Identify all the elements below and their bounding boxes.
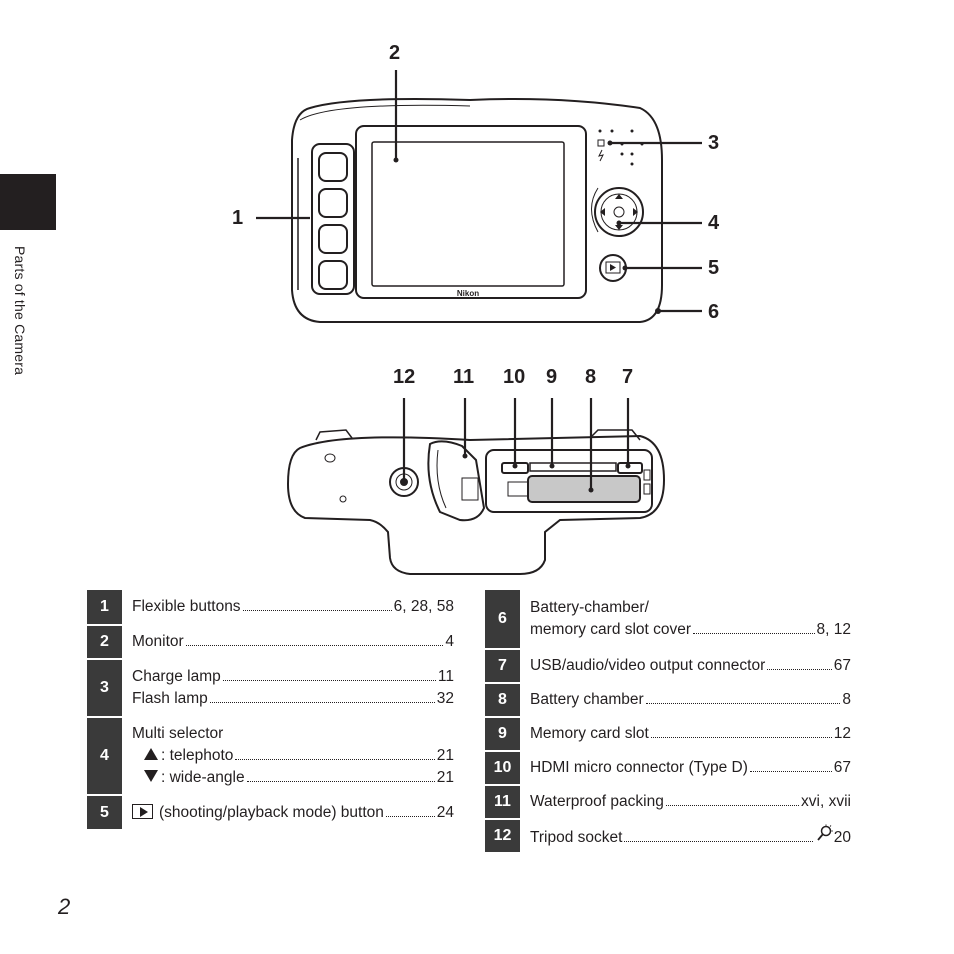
page-ref: 4 — [445, 633, 454, 650]
callout-6: 6 — [708, 301, 720, 323]
table-row: 9 Memory card slot 12 — [485, 718, 851, 750]
row-number: 11 — [485, 786, 520, 818]
table-row: 6 Battery-chamber/ memory card slot cove… — [485, 590, 851, 648]
page-ref: 67 — [833, 759, 851, 776]
table-row: 5 (shooting/playback mode) button 24 — [87, 796, 454, 829]
part-name: (shooting/playback mode) button — [159, 803, 384, 821]
row-number: 5 — [87, 796, 122, 829]
page-ref: 21 — [436, 747, 454, 764]
up-triangle-icon — [144, 748, 158, 760]
table-row: 11 Waterproof packing xvi, xvii — [485, 786, 851, 818]
page-ref: 21 — [436, 769, 454, 786]
row-number: 7 — [485, 650, 520, 682]
parts-table-left: 1 Flexible buttons 6, 28, 58 2 Monitor 4 3… — [87, 590, 454, 829]
callout-3: 3 — [708, 132, 720, 154]
page-ref: 24 — [436, 803, 454, 821]
table-row: 1 Flexible buttons 6, 28, 58 — [87, 590, 454, 624]
row-number: 10 — [485, 752, 520, 784]
part-name: Multi selector — [132, 725, 224, 742]
row-number: 8 — [485, 684, 520, 716]
table-row: 10 HDMI micro connector (Type D) 67 — [485, 752, 851, 784]
part-name: : telephoto — [161, 747, 234, 764]
row-number: 2 — [87, 626, 122, 658]
callout-2: 2 — [389, 42, 401, 64]
table-row: 3 Charge lamp 11 Flash lamp 32 — [87, 660, 454, 716]
callout-10: 10 — [503, 366, 526, 388]
callout-11: 11 — [453, 366, 475, 388]
part-name: HDMI micro connector (Type D) — [530, 759, 748, 776]
page-ref: 11 — [437, 668, 454, 685]
callout-9: 9 — [546, 366, 558, 388]
row-number: 4 — [87, 718, 122, 794]
part-name: Flexible buttons — [132, 598, 241, 615]
table-row: 12 Tripod socket 20 — [485, 820, 851, 852]
playback-icon — [132, 804, 153, 819]
chapter-tab — [0, 174, 56, 230]
page-number: 2 — [58, 894, 71, 919]
part-name: Charge lamp — [132, 668, 221, 685]
row-number: 12 — [485, 820, 520, 852]
part-name: Flash lamp — [132, 690, 208, 707]
brand-logo: Nikon — [457, 289, 479, 298]
chapter-title: Parts of the Camera — [12, 246, 28, 376]
row-number: 9 — [485, 718, 520, 750]
row-number: 3 — [87, 660, 122, 716]
callout-12: 12 — [393, 366, 416, 388]
callout-1: 1 — [232, 207, 244, 229]
page-ref: 12 — [833, 725, 851, 742]
callout-5: 5 — [708, 257, 720, 279]
part-name: memory card slot cover — [530, 621, 692, 638]
table-row: 4 Multi selector : telephoto 21 : wide-an… — [87, 718, 454, 794]
callout-8: 8 — [585, 366, 597, 388]
table-row: 8 Battery chamber 8 — [485, 684, 851, 716]
page-ref: 6, 28, 58 — [393, 598, 454, 615]
callout-4: 4 — [708, 212, 720, 234]
part-name: Battery chamber — [530, 691, 644, 708]
part-name: Monitor — [132, 633, 184, 650]
table-row: 2 Monitor 4 — [87, 626, 454, 658]
page-ref: 32 — [436, 690, 454, 707]
part-name: : wide-angle — [161, 769, 245, 786]
page-ref: 20 — [833, 828, 851, 846]
parts-table-right: 6 Battery-chamber/ memory card slot cove… — [485, 590, 851, 852]
part-name: Battery-chamber/ — [530, 599, 649, 616]
part-name: USB/audio/video output connector — [530, 657, 766, 674]
down-triangle-icon — [144, 770, 158, 782]
row-number: 6 — [485, 590, 520, 648]
page-ref: xvi, xvii — [801, 793, 851, 810]
reference-icon — [817, 824, 833, 841]
part-name: Memory card slot — [530, 725, 649, 742]
part-name: Tripod socket — [530, 828, 623, 846]
page-ref: 8, 12 — [816, 621, 851, 638]
page-ref: 67 — [833, 657, 851, 674]
row-number: 1 — [87, 590, 122, 624]
page-ref: 8 — [842, 691, 851, 708]
callout-7: 7 — [622, 366, 634, 388]
camera-diagram: Nikon — [256, 70, 702, 575]
part-name: Waterproof packing — [530, 793, 664, 810]
table-row: 7 USB/audio/video output connector 67 — [485, 650, 851, 682]
